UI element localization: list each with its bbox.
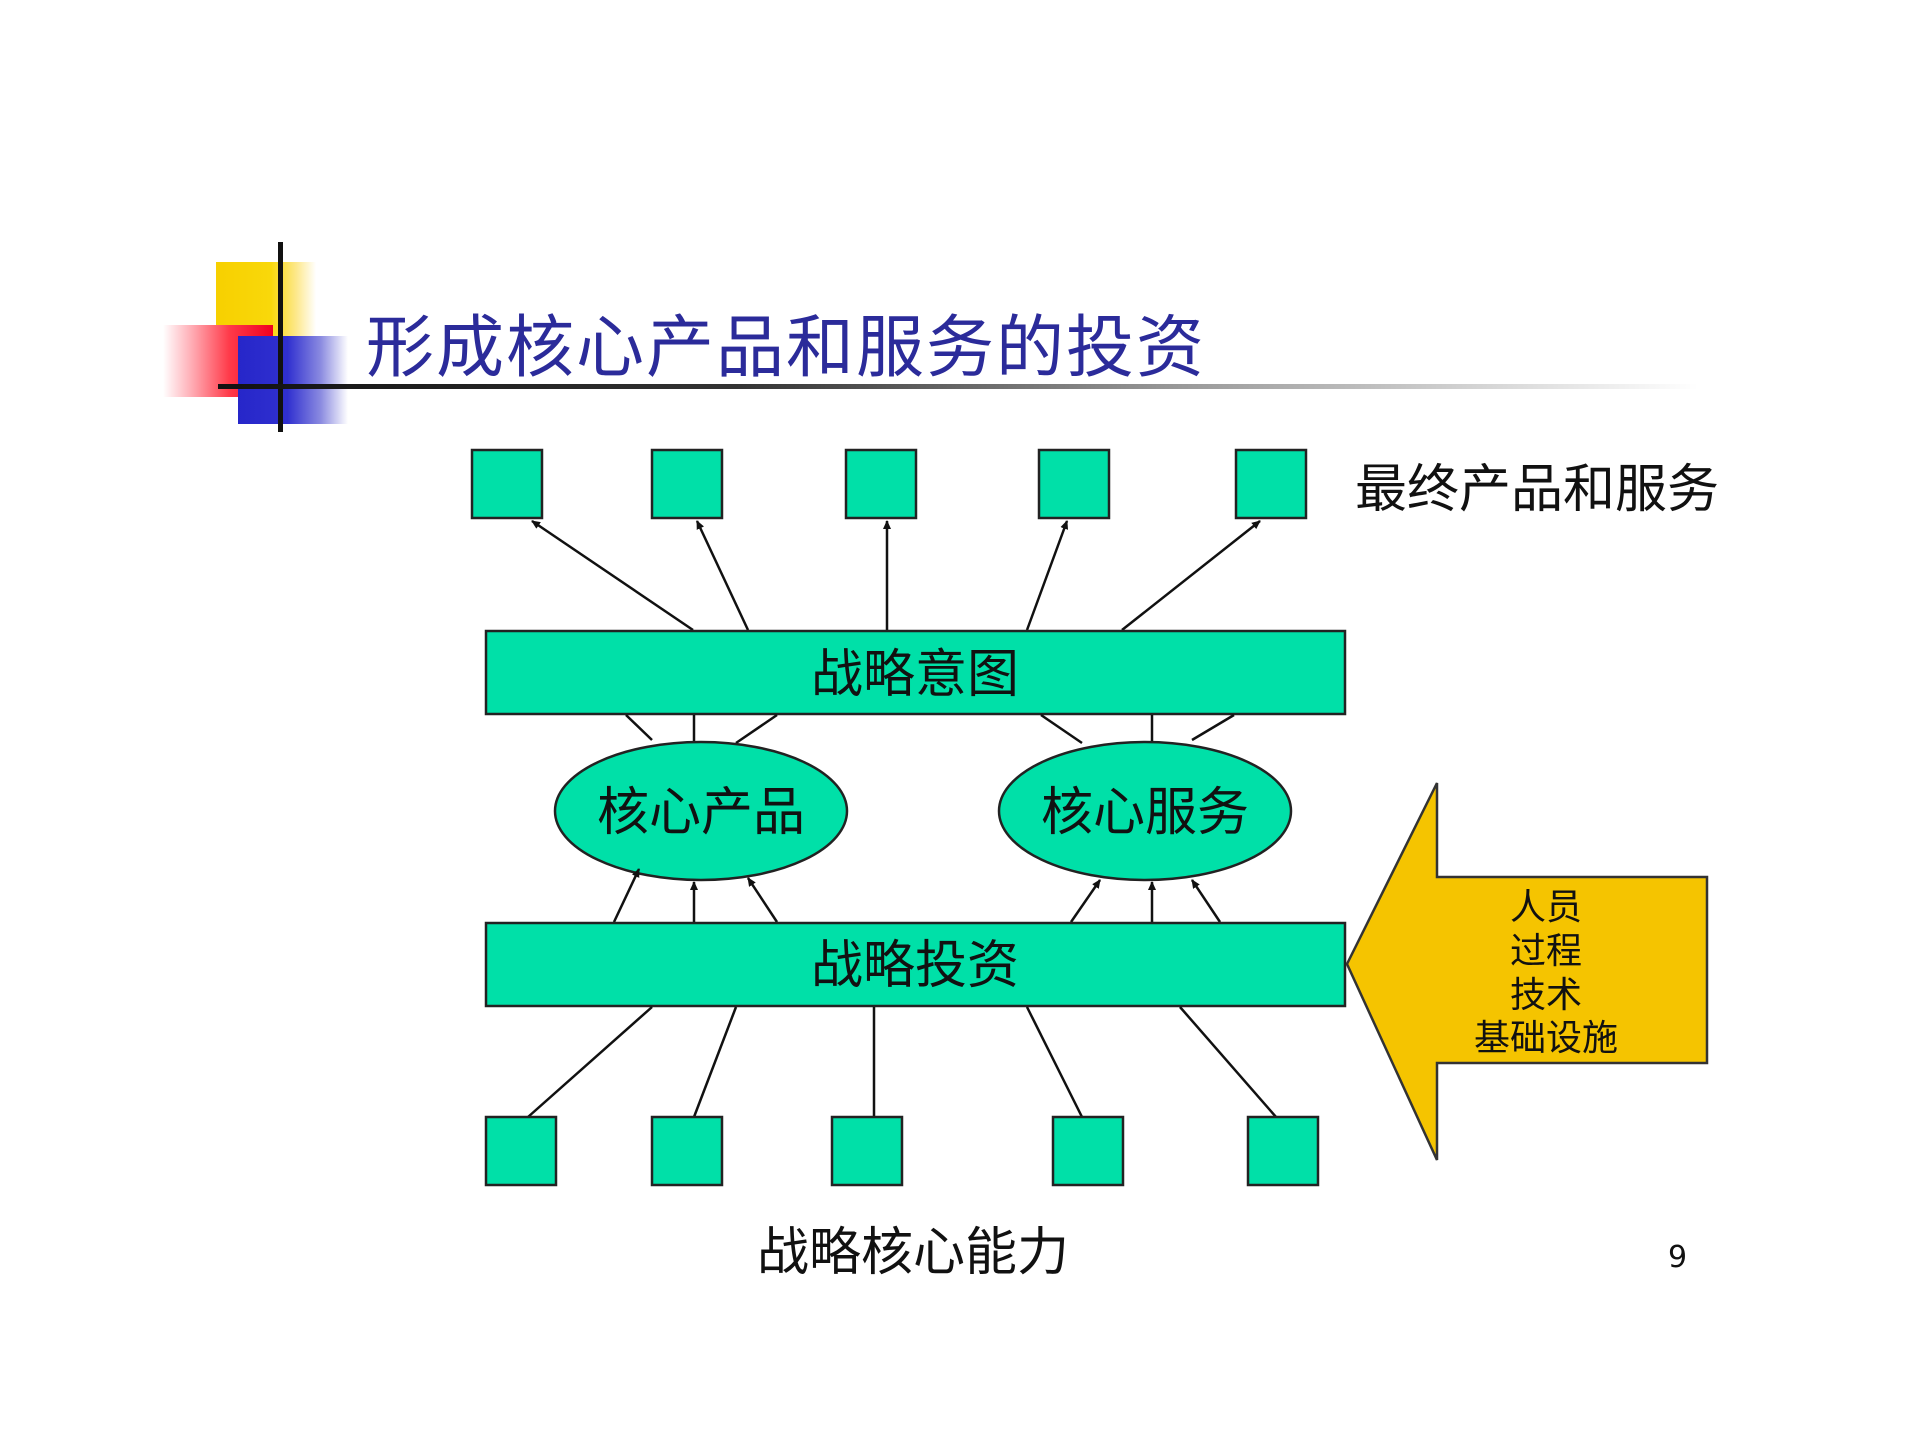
- investment-to-product-arrow: [612, 868, 641, 923]
- service-to-intent-line: [1040, 713, 1083, 745]
- investment-to-service-arrow: [1069, 879, 1102, 923]
- title-underline: [218, 384, 1698, 389]
- intent-to-product-arrow: [531, 519, 694, 632]
- core-service-label: 核心服务: [1041, 783, 1249, 843]
- core-capabilities-label: 战略核心能力: [757, 1223, 1069, 1283]
- capability-to-investment-line: [527, 1006, 653, 1118]
- core-service-ellipse: [997, 740, 1293, 882]
- final-product-box: [844, 448, 918, 520]
- intent-to-product-arrow: [1121, 520, 1261, 631]
- capability-to-investment-line: [1025, 1006, 1084, 1118]
- investment-to-product-arrow: [746, 877, 779, 923]
- final-product-box: [650, 448, 724, 520]
- title-decoration-blue-square: [238, 336, 348, 424]
- input-arrow: [1345, 782, 1709, 1161]
- intent-to-product-arrow: [695, 520, 750, 631]
- page-number: 9: [1668, 1240, 1688, 1275]
- strategic-investment-bar: [484, 921, 1347, 1008]
- core-capability-box: [650, 1115, 724, 1187]
- input-item-people: 人员: [1510, 887, 1582, 928]
- service-to-intent-line: [1191, 713, 1235, 742]
- strategic-intent-label: 战略意图: [811, 645, 1019, 705]
- capability-to-investment-line: [1179, 1006, 1277, 1118]
- final-product-box: [470, 448, 544, 520]
- core-product-ellipse: [553, 740, 849, 882]
- final-product-box: [1234, 448, 1308, 520]
- core-product-label: 核心产品: [597, 783, 805, 843]
- product-to-intent-line: [735, 713, 778, 745]
- input-item-technology: 技术: [1510, 975, 1582, 1016]
- investment-to-service-arrow: [1190, 879, 1222, 923]
- input-item-infrastructure: 基础设施: [1474, 1018, 1618, 1059]
- core-capability-box: [484, 1115, 558, 1187]
- core-capability-box: [1246, 1115, 1320, 1187]
- product-to-intent-line: [625, 714, 653, 741]
- strategic-intent-bar: [484, 629, 1347, 716]
- core-capability-box: [830, 1115, 904, 1187]
- core-capability-box: [1051, 1115, 1125, 1187]
- title-decoration-vertical-line: [278, 242, 283, 432]
- strategic-investment-label: 战略投资: [811, 936, 1019, 996]
- slide-title: 形成核心产品和服务的投资: [366, 309, 1207, 388]
- capability-to-investment-line: [692, 1006, 738, 1118]
- final-product-box: [1037, 448, 1111, 520]
- input-item-process: 过程: [1510, 931, 1582, 972]
- intent-to-product-arrow: [1025, 520, 1069, 631]
- final-products-label: 最终产品和服务: [1355, 460, 1719, 520]
